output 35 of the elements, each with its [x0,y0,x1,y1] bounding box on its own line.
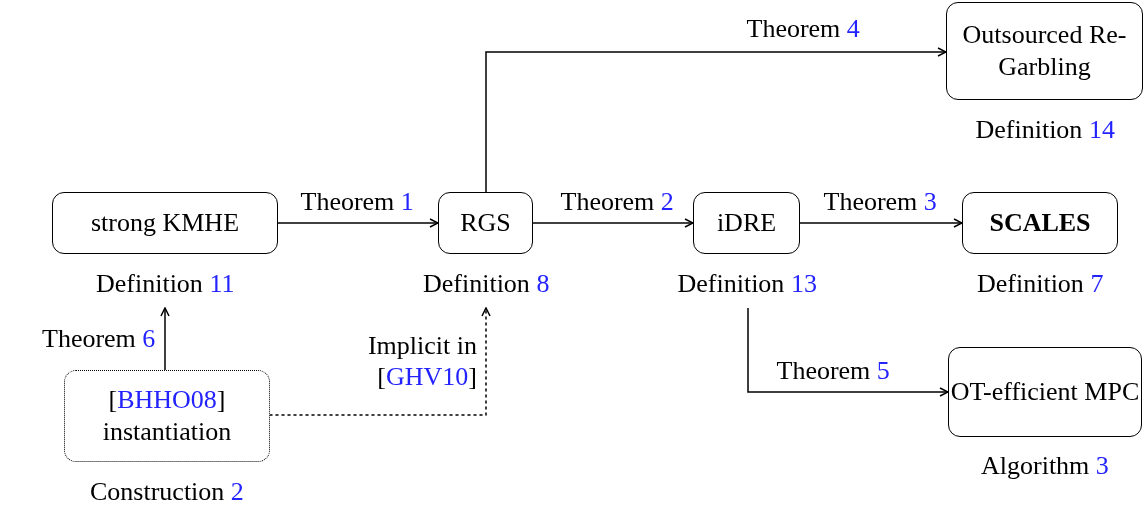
definition-reference: Definition 7 [977,268,1104,300]
node-label: SCALES [989,206,1091,239]
definition-reference: Definition 11 [96,268,235,300]
node-label: strong KMHE [90,206,240,239]
edge-label: Theorem 3 [823,186,937,218]
construction-box [64,370,270,462]
node-label: OT-efficient MPC [950,375,1140,408]
edge-label: Theorem 1 [300,186,414,218]
edge-label: Theorem 5 [776,355,890,387]
node-label: RGS [460,206,511,239]
node-label: [BHHO08] instantiation [101,383,233,448]
edge-label: Implicit in [GHV10] [366,330,477,393]
concept-box [962,192,1118,254]
arrow [747,307,949,397]
concept-box [438,192,533,254]
definition-reference: Definition 14 [975,114,1115,146]
edge-label: Theorem 4 [746,13,860,45]
arrow [160,307,170,371]
concept-box [946,2,1143,100]
edge-label: Theorem 2 [560,186,674,218]
node-label: iDRE [716,206,777,239]
concept-box [948,347,1142,437]
arrow [485,47,947,193]
edge-label: Theorem 6 [42,323,156,355]
concept-box [693,192,800,254]
arrow [277,218,439,228]
arrow [532,218,694,228]
definition-reference: Definition 8 [423,268,550,300]
dotted-arrow [269,307,491,416]
definition-reference: Construction 2 [90,476,244,508]
concept-box [52,192,278,254]
node-label: Outsourced Re-Garbling [961,18,1128,83]
definition-reference: Algorithm 3 [981,450,1109,482]
arrow [799,218,963,228]
definition-reference: Definition 13 [677,268,817,300]
